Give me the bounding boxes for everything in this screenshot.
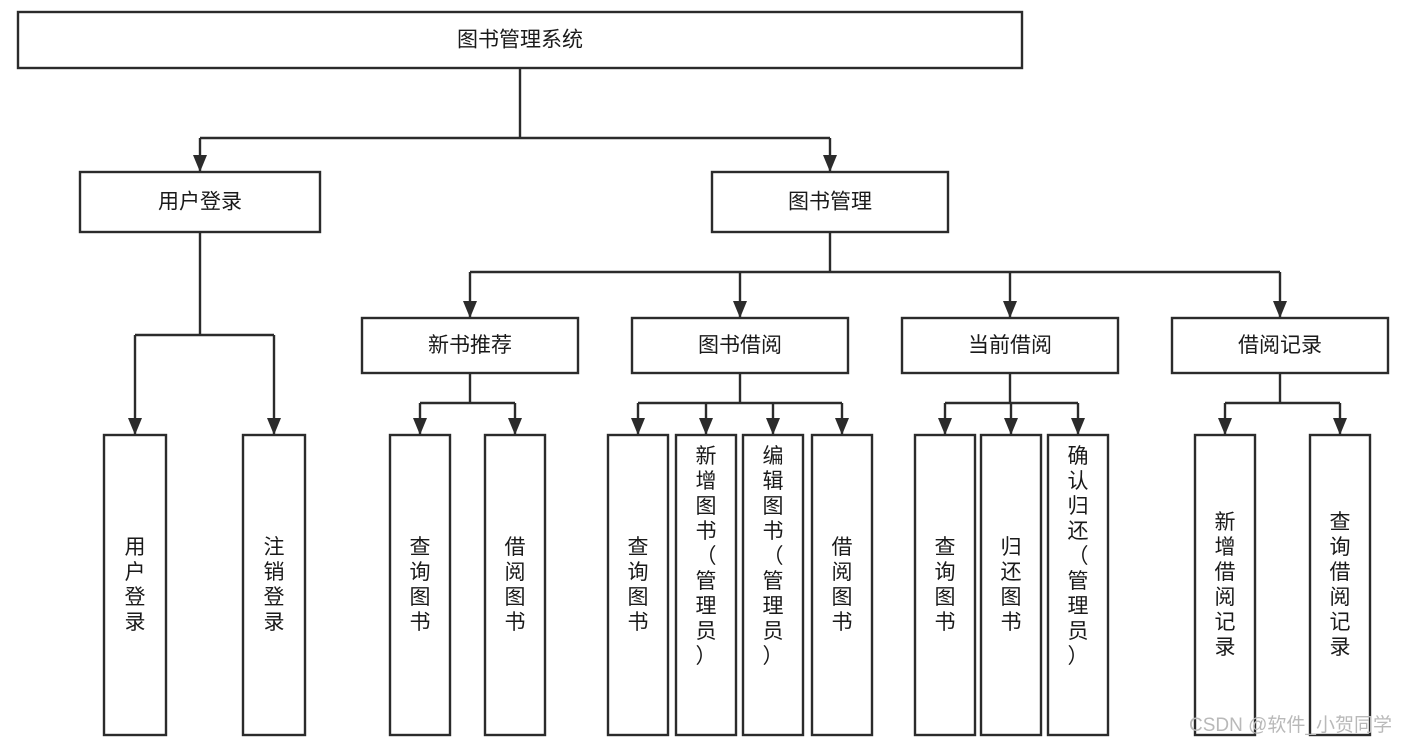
connector-group-root-to-level2: [193, 68, 837, 172]
node-leaf-查询图书[interactable]: 查询图书: [913, 433, 977, 737]
node-box: [741, 433, 805, 737]
arrow-head-icon: [463, 301, 477, 318]
node-label: 借阅图书: [832, 536, 853, 634]
node-box: [674, 433, 738, 737]
node-label: 归还图书: [1001, 536, 1022, 634]
node-label: 确认归还（管理员）: [1068, 445, 1089, 668]
node-box: [102, 433, 168, 737]
arrow-head-icon: [835, 418, 849, 435]
node-box: [1308, 433, 1372, 737]
connector-group-当前借阅-leaves: [938, 373, 1085, 435]
node-box: [388, 433, 452, 737]
connector-group-login-leaves: [128, 232, 281, 435]
arrow-head-icon: [1003, 301, 1017, 318]
node-box: [16, 10, 1024, 70]
node-leaf-借阅图书[interactable]: 借阅图书: [483, 433, 547, 737]
connector-group-图书借阅-leaves: [631, 373, 849, 435]
node-label: 借阅图书: [505, 536, 526, 634]
node-level3-当前借阅[interactable]: 当前借阅: [900, 316, 1120, 375]
node-box: [630, 316, 850, 375]
node-label: 借阅记录: [1238, 334, 1322, 357]
node-label: 新增图书（管理员）: [696, 445, 717, 668]
arrow-head-icon: [1273, 301, 1287, 318]
node-label: 注销登录: [264, 536, 285, 634]
watermark-layer: CSDN @软件_小贺同学: [1189, 714, 1392, 736]
arrow-head-icon: [193, 155, 207, 172]
node-label: 图书借阅: [698, 334, 782, 357]
node-box: [913, 433, 977, 737]
node-label: 编辑图书（管理员）: [763, 445, 784, 668]
node-level2-用户登录[interactable]: 用户登录: [78, 170, 322, 234]
node-label: 查询图书: [935, 536, 956, 634]
node-level3-新书推荐[interactable]: 新书推荐: [360, 316, 580, 375]
node-box: [1046, 433, 1110, 737]
node-level3-借阅记录[interactable]: 借阅记录: [1170, 316, 1390, 375]
node-leaf-新增借阅记录[interactable]: 新增借阅记录: [1193, 433, 1257, 737]
connector-group-借阅记录-leaves: [1218, 373, 1347, 435]
node-box: [78, 170, 322, 234]
node-box: [1193, 433, 1257, 737]
arrow-head-icon: [1071, 418, 1085, 435]
node-label: 用户登录: [125, 536, 146, 634]
node-label: 新增借阅记录: [1215, 511, 1236, 659]
node-layer: 图书管理系统用户登录图书管理新书推荐图书借阅当前借阅借阅记录用户登录注销登录查询…: [16, 10, 1390, 737]
node-box: [900, 316, 1120, 375]
arrow-head-icon: [938, 418, 952, 435]
arrow-head-icon: [267, 418, 281, 435]
connector-group-book-mgmt-to-level3: [463, 232, 1287, 318]
node-leaf-注销登录[interactable]: 注销登录: [241, 433, 307, 737]
node-leaf-查询图书[interactable]: 查询图书: [388, 433, 452, 737]
arrow-head-icon: [128, 418, 142, 435]
node-label: 用户登录: [158, 191, 242, 214]
node-box: [979, 433, 1043, 737]
arrow-head-icon: [413, 418, 427, 435]
node-box: [241, 433, 307, 737]
node-box: [483, 433, 547, 737]
arrow-head-icon: [1218, 418, 1232, 435]
node-label: 图书管理系统: [457, 29, 583, 52]
arrow-head-icon: [766, 418, 780, 435]
node-leaf-新增图书管理员[interactable]: 新增图书（管理员）: [674, 433, 738, 737]
node-label: 查询图书: [410, 536, 431, 634]
arrow-head-icon: [699, 418, 713, 435]
node-box: [810, 433, 874, 737]
node-box: [1170, 316, 1390, 375]
node-label: 图书管理: [788, 191, 872, 214]
node-level3-图书借阅[interactable]: 图书借阅: [630, 316, 850, 375]
node-leaf-查询图书[interactable]: 查询图书: [606, 433, 670, 737]
node-leaf-用户登录[interactable]: 用户登录: [102, 433, 168, 737]
arrow-head-icon: [823, 155, 837, 172]
node-box: [710, 170, 950, 234]
node-label: 新书推荐: [428, 334, 512, 357]
arrow-head-icon: [1004, 418, 1018, 435]
arrow-head-icon: [733, 301, 747, 318]
node-leaf-借阅图书[interactable]: 借阅图书: [810, 433, 874, 737]
connector-group-新书推荐-leaves: [413, 373, 522, 435]
node-label: 查询借阅记录: [1330, 511, 1351, 659]
arrow-head-icon: [631, 418, 645, 435]
node-box: [360, 316, 580, 375]
node-leaf-查询借阅记录[interactable]: 查询借阅记录: [1308, 433, 1372, 737]
node-box: [606, 433, 670, 737]
node-label: 查询图书: [628, 536, 649, 634]
arrow-head-icon: [508, 418, 522, 435]
node-label: 当前借阅: [968, 334, 1052, 357]
watermark-label: CSDN @软件_小贺同学: [1189, 714, 1392, 736]
node-leaf-编辑图书管理员[interactable]: 编辑图书（管理员）: [741, 433, 805, 737]
node-leaf-确认归还管理员[interactable]: 确认归还（管理员）: [1046, 433, 1110, 737]
node-level2-图书管理[interactable]: 图书管理: [710, 170, 950, 234]
node-leaf-归还图书[interactable]: 归还图书: [979, 433, 1043, 737]
connector-layer: [128, 68, 1347, 435]
arrow-head-icon: [1333, 418, 1347, 435]
node-root-图书管理系统[interactable]: 图书管理系统: [16, 10, 1024, 70]
